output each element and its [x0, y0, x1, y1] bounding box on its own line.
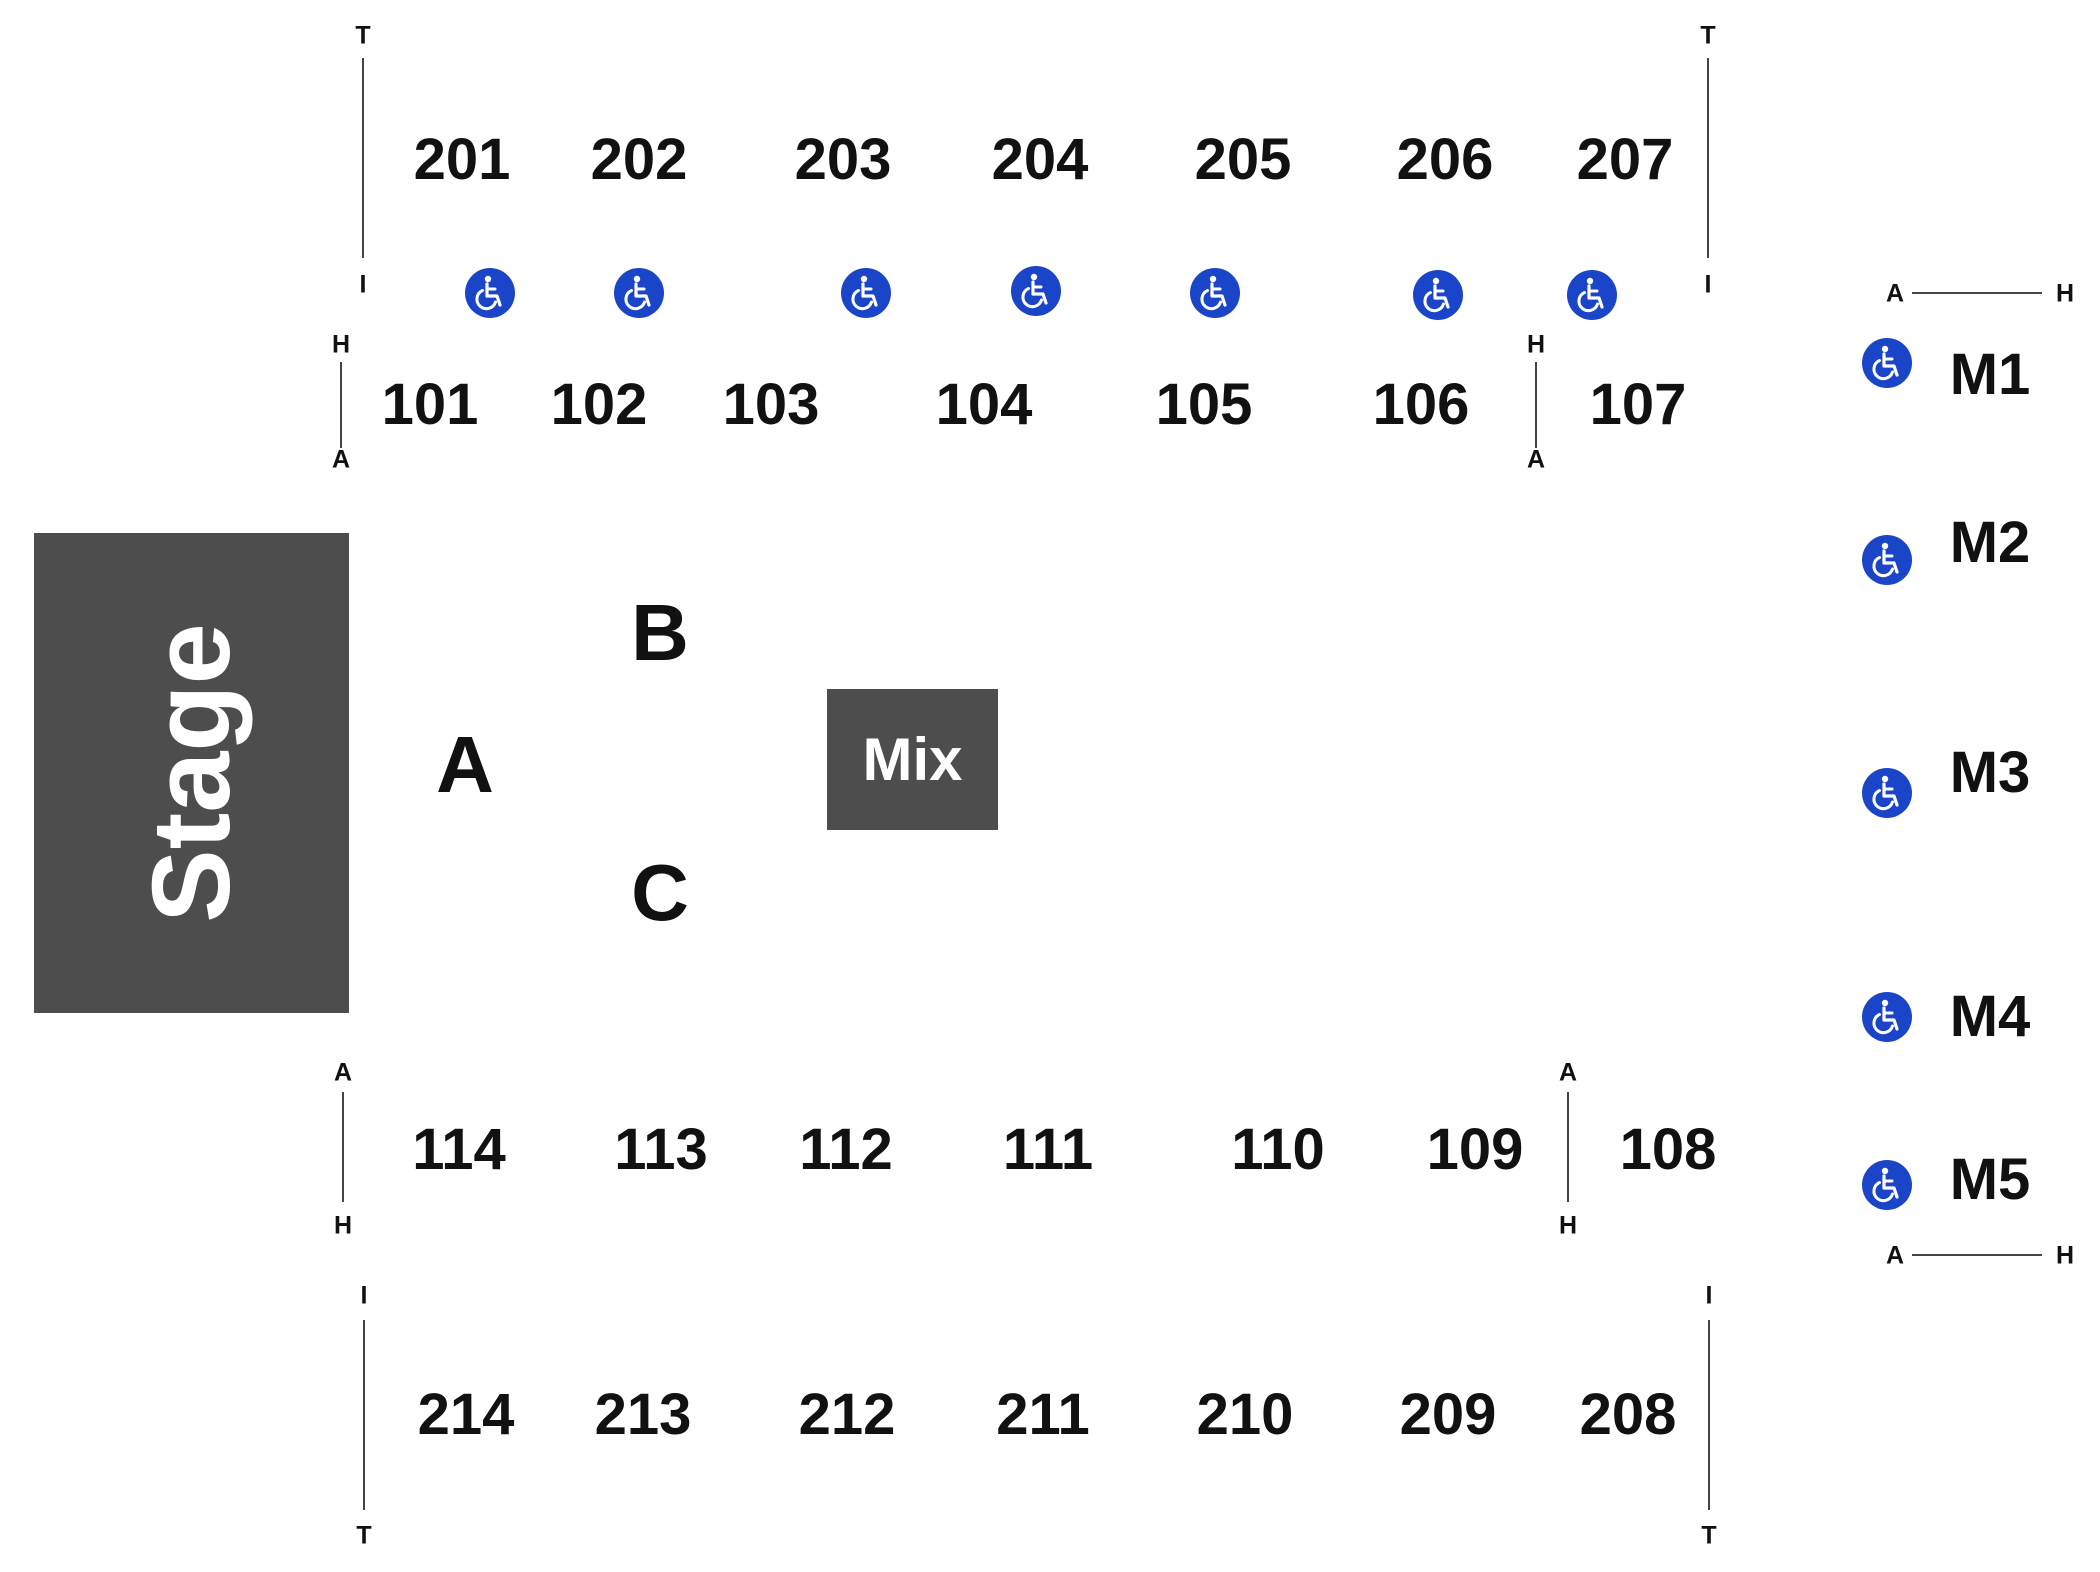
floor-section-c[interactable]: C [631, 848, 689, 937]
wheelchair-icon[interactable] [1862, 1160, 1912, 1210]
wheelchair-icon[interactable] [614, 268, 664, 318]
wheelchair-icon[interactable] [841, 268, 891, 318]
row-letter: T [355, 21, 371, 50]
row-letter: H [333, 1211, 353, 1240]
mezzanine-m1[interactable]: M1 [1949, 342, 2031, 407]
section-108[interactable]: 108 [1619, 1117, 1717, 1182]
row-letter: A [1885, 279, 1905, 308]
section-207[interactable]: 207 [1576, 127, 1674, 192]
row-range-line [1912, 292, 2042, 294]
row-letter: H [1558, 1211, 1578, 1240]
section-102[interactable]: 102 [550, 372, 648, 437]
row-range-line [363, 1320, 365, 1510]
wheelchair-icon[interactable] [1190, 268, 1240, 318]
section-214[interactable]: 214 [417, 1382, 515, 1447]
row-letter: A [1558, 1058, 1578, 1087]
row-range-line [1707, 58, 1709, 258]
row-letter: A [333, 1058, 353, 1087]
row-letter: I [1705, 1281, 1713, 1310]
section-106[interactable]: 106 [1372, 372, 1470, 437]
row-letter: H [2055, 1241, 2075, 1270]
section-204[interactable]: 204 [991, 127, 1089, 192]
section-109[interactable]: 109 [1426, 1117, 1524, 1182]
row-range-line [1708, 1320, 1710, 1510]
row-letter: T [356, 1521, 372, 1550]
section-202[interactable]: 202 [590, 127, 688, 192]
mix-label: Mix [862, 725, 963, 793]
section-208[interactable]: 208 [1579, 1382, 1677, 1447]
wheelchair-icon[interactable] [1862, 992, 1912, 1042]
section-211[interactable]: 211 [996, 1382, 1090, 1447]
wheelchair-icon[interactable] [1413, 270, 1463, 320]
wheelchair-icon[interactable] [1862, 338, 1912, 388]
stage: Stage [34, 533, 349, 1013]
section-105[interactable]: 105 [1155, 372, 1253, 437]
row-range-line [340, 362, 342, 448]
row-range-line [342, 1092, 344, 1202]
section-101[interactable]: 101 [381, 372, 479, 437]
wheelchair-icon[interactable] [1862, 535, 1912, 585]
mezzanine-m4[interactable]: M4 [1949, 984, 2031, 1049]
wheelchair-icon[interactable] [1567, 270, 1617, 320]
floor-section-b[interactable]: B [631, 588, 689, 677]
row-letter: H [331, 330, 351, 359]
wheelchair-icon[interactable] [1862, 768, 1912, 818]
section-104[interactable]: 104 [935, 372, 1033, 437]
section-114[interactable]: 114 [412, 1117, 506, 1182]
row-letter: A [1885, 1241, 1905, 1270]
section-201[interactable]: 201 [413, 127, 511, 192]
section-203[interactable]: 203 [794, 127, 892, 192]
wheelchair-icon[interactable] [465, 268, 515, 318]
mezzanine-m3[interactable]: M3 [1949, 740, 2031, 805]
section-213[interactable]: 213 [594, 1382, 692, 1447]
stage-label: Stage [129, 623, 253, 923]
mezzanine-m5[interactable]: M5 [1949, 1147, 2031, 1212]
row-letter: I [359, 270, 367, 299]
section-112[interactable]: 112 [799, 1117, 893, 1182]
row-letter: T [1701, 1521, 1717, 1550]
row-range-line [1567, 1092, 1569, 1202]
section-107[interactable]: 107 [1589, 372, 1687, 437]
section-205[interactable]: 205 [1194, 127, 1292, 192]
section-103[interactable]: 103 [722, 372, 820, 437]
row-letter: I [360, 1281, 368, 1310]
row-letter: A [1526, 445, 1546, 474]
section-209[interactable]: 209 [1399, 1382, 1497, 1447]
section-210[interactable]: 210 [1196, 1382, 1294, 1447]
section-111[interactable]: 111 [1002, 1117, 1094, 1182]
row-range-line [362, 58, 364, 258]
row-range-line [1912, 1254, 2042, 1256]
row-range-line [1535, 362, 1537, 448]
row-letter: I [1704, 270, 1712, 299]
section-212[interactable]: 212 [798, 1382, 896, 1447]
row-letter: A [331, 445, 351, 474]
row-letter: H [2055, 279, 2075, 308]
mix-booth: Mix [827, 689, 998, 830]
floor-section-a[interactable]: A [436, 720, 494, 809]
section-110[interactable]: 110 [1231, 1117, 1325, 1182]
section-113[interactable]: 113 [614, 1117, 708, 1182]
row-letter: T [1700, 21, 1716, 50]
row-letter: H [1526, 330, 1546, 359]
section-206[interactable]: 206 [1396, 127, 1494, 192]
mezzanine-m2[interactable]: M2 [1949, 510, 2031, 575]
wheelchair-icon[interactable] [1011, 266, 1061, 316]
